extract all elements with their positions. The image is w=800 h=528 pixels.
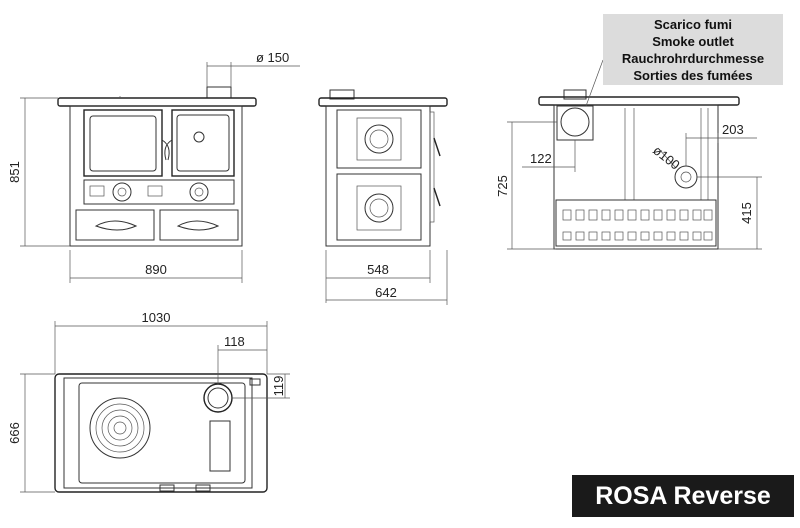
model-name-badge: ROSA Reverse bbox=[572, 475, 794, 517]
front-fire-door bbox=[171, 109, 235, 177]
dim-top-width: 1030 bbox=[142, 310, 171, 325]
rear-view: 725 122 203 ø100 415 bbox=[495, 59, 762, 250]
rear-vent-panel bbox=[555, 199, 717, 247]
rear-body bbox=[553, 104, 719, 250]
dim-rear-flue-height: 415 bbox=[739, 202, 754, 224]
dim-front-width: 890 bbox=[145, 262, 167, 277]
dim-rear-offset-right: 203 bbox=[722, 122, 744, 137]
side-body bbox=[325, 105, 431, 247]
front-fire-door-knob bbox=[193, 131, 205, 143]
dim-rear-flue-diameter: ø100 bbox=[650, 143, 683, 173]
top-view: 1030 666 118 119 bbox=[7, 310, 290, 493]
front-drawer-left bbox=[75, 209, 155, 241]
rear-top-plate bbox=[538, 96, 740, 106]
legend-line-german: Rauchrohrdurchmesse bbox=[621, 51, 765, 66]
front-fire-handle bbox=[164, 139, 173, 161]
front-top-plate bbox=[57, 97, 257, 107]
side-handle-upper bbox=[433, 137, 441, 157]
rear-flue-outlet bbox=[674, 165, 698, 189]
side-panel-lower bbox=[336, 173, 422, 241]
front-drawer-right bbox=[159, 209, 239, 241]
front-knob-right bbox=[189, 182, 209, 202]
dim-flue-diameter: ø 150 bbox=[256, 50, 289, 65]
front-oven-handle bbox=[161, 139, 170, 161]
legend-line-french: Sorties des fumées bbox=[633, 68, 753, 83]
top-slot bbox=[209, 420, 231, 472]
front-oven-door bbox=[83, 109, 163, 177]
front-oven-glass bbox=[89, 115, 157, 172]
side-panel-upper bbox=[336, 109, 422, 169]
dim-rear-height: 725 bbox=[495, 175, 510, 197]
side-view: 548 642 bbox=[318, 89, 448, 305]
top-hotplate bbox=[78, 382, 246, 484]
smoke-outlet-legend: Scarico fumi Smoke outlet Rauchrohrdurch… bbox=[603, 14, 783, 85]
legend-leader bbox=[585, 59, 604, 107]
top-hotplate-frame bbox=[63, 377, 253, 489]
dim-top-flue-y: 119 bbox=[271, 376, 286, 397]
rear-flue-ring bbox=[560, 107, 590, 137]
front-flue-pipe bbox=[206, 86, 232, 99]
side-flue-stub bbox=[329, 89, 355, 100]
dim-side-outer: 642 bbox=[375, 285, 397, 300]
rear-flue-square bbox=[556, 105, 594, 141]
front-control-row bbox=[83, 179, 235, 205]
side-medallion-lower bbox=[364, 193, 394, 223]
legend-line-english: Smoke outlet bbox=[652, 34, 734, 49]
dim-rear-offset-left: 122 bbox=[530, 151, 552, 166]
dim-side-inner: 548 bbox=[367, 262, 389, 277]
top-cooking-rings bbox=[89, 397, 151, 459]
front-knob-left bbox=[112, 182, 132, 202]
front-view: ø 150 851 890 bbox=[7, 50, 300, 283]
side-handle-lower bbox=[433, 187, 441, 207]
side-medallion-upper bbox=[364, 124, 394, 154]
dim-top-depth: 666 bbox=[7, 422, 22, 444]
dim-top-flue-x: 118 bbox=[224, 334, 245, 349]
rear-flue-stub bbox=[563, 89, 587, 100]
dim-front-height: 851 bbox=[7, 161, 22, 183]
top-outline bbox=[54, 373, 268, 493]
legend-line-italian: Scarico fumi bbox=[653, 17, 733, 32]
